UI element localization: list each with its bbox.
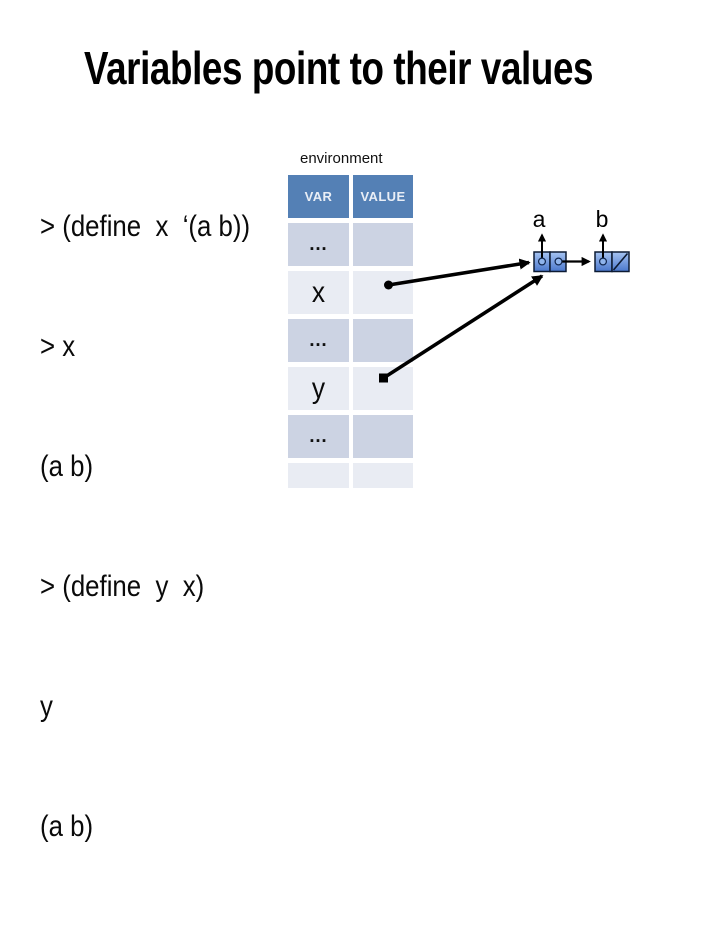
table-row-value-cell (353, 319, 413, 362)
table-row-value-cell (353, 271, 413, 314)
table-row-value-cell (353, 463, 413, 488)
table-row-var-cell: … (288, 223, 349, 266)
table-row-var-cell (288, 463, 349, 488)
column-header-value: VALUE (353, 175, 413, 218)
table-row-var-cell: … (288, 415, 349, 458)
table-row-value-cell (353, 223, 413, 266)
cons-cell-2 (594, 251, 630, 273)
nil-slash (612, 252, 629, 271)
code-line: y (40, 690, 53, 723)
table-row-var-cell: y (288, 367, 349, 410)
table-row-value-cell (353, 415, 413, 458)
box-and-pointer-diagram (379, 233, 630, 383)
pointer-dot (554, 257, 563, 266)
column-header-var: VAR (288, 175, 349, 218)
table-row-var-cell: … (288, 319, 349, 362)
code-line: (a b) (40, 810, 94, 843)
environment-table: VAR VALUE … x … y … (288, 175, 413, 488)
car-value-label-a: a (532, 206, 546, 232)
car-value-label-b: b (595, 206, 609, 232)
code-line: (a b) (40, 450, 94, 483)
code-line: > (define x ‘(a b)) (40, 210, 251, 243)
code-line: > x (40, 330, 76, 363)
environment-label: environment (300, 150, 383, 167)
slide-title: Variables point to their values (84, 42, 594, 94)
y-value-pointer-arrow (379, 274, 544, 383)
x-value-pointer-arrow (384, 258, 531, 290)
code-line: > (define y x) (40, 570, 205, 603)
slide: Variables point to their values > (defin… (40, 42, 630, 843)
table-row-var-cell: x (288, 271, 349, 314)
pointer-dot (598, 257, 607, 266)
pointer-dot (537, 257, 546, 266)
